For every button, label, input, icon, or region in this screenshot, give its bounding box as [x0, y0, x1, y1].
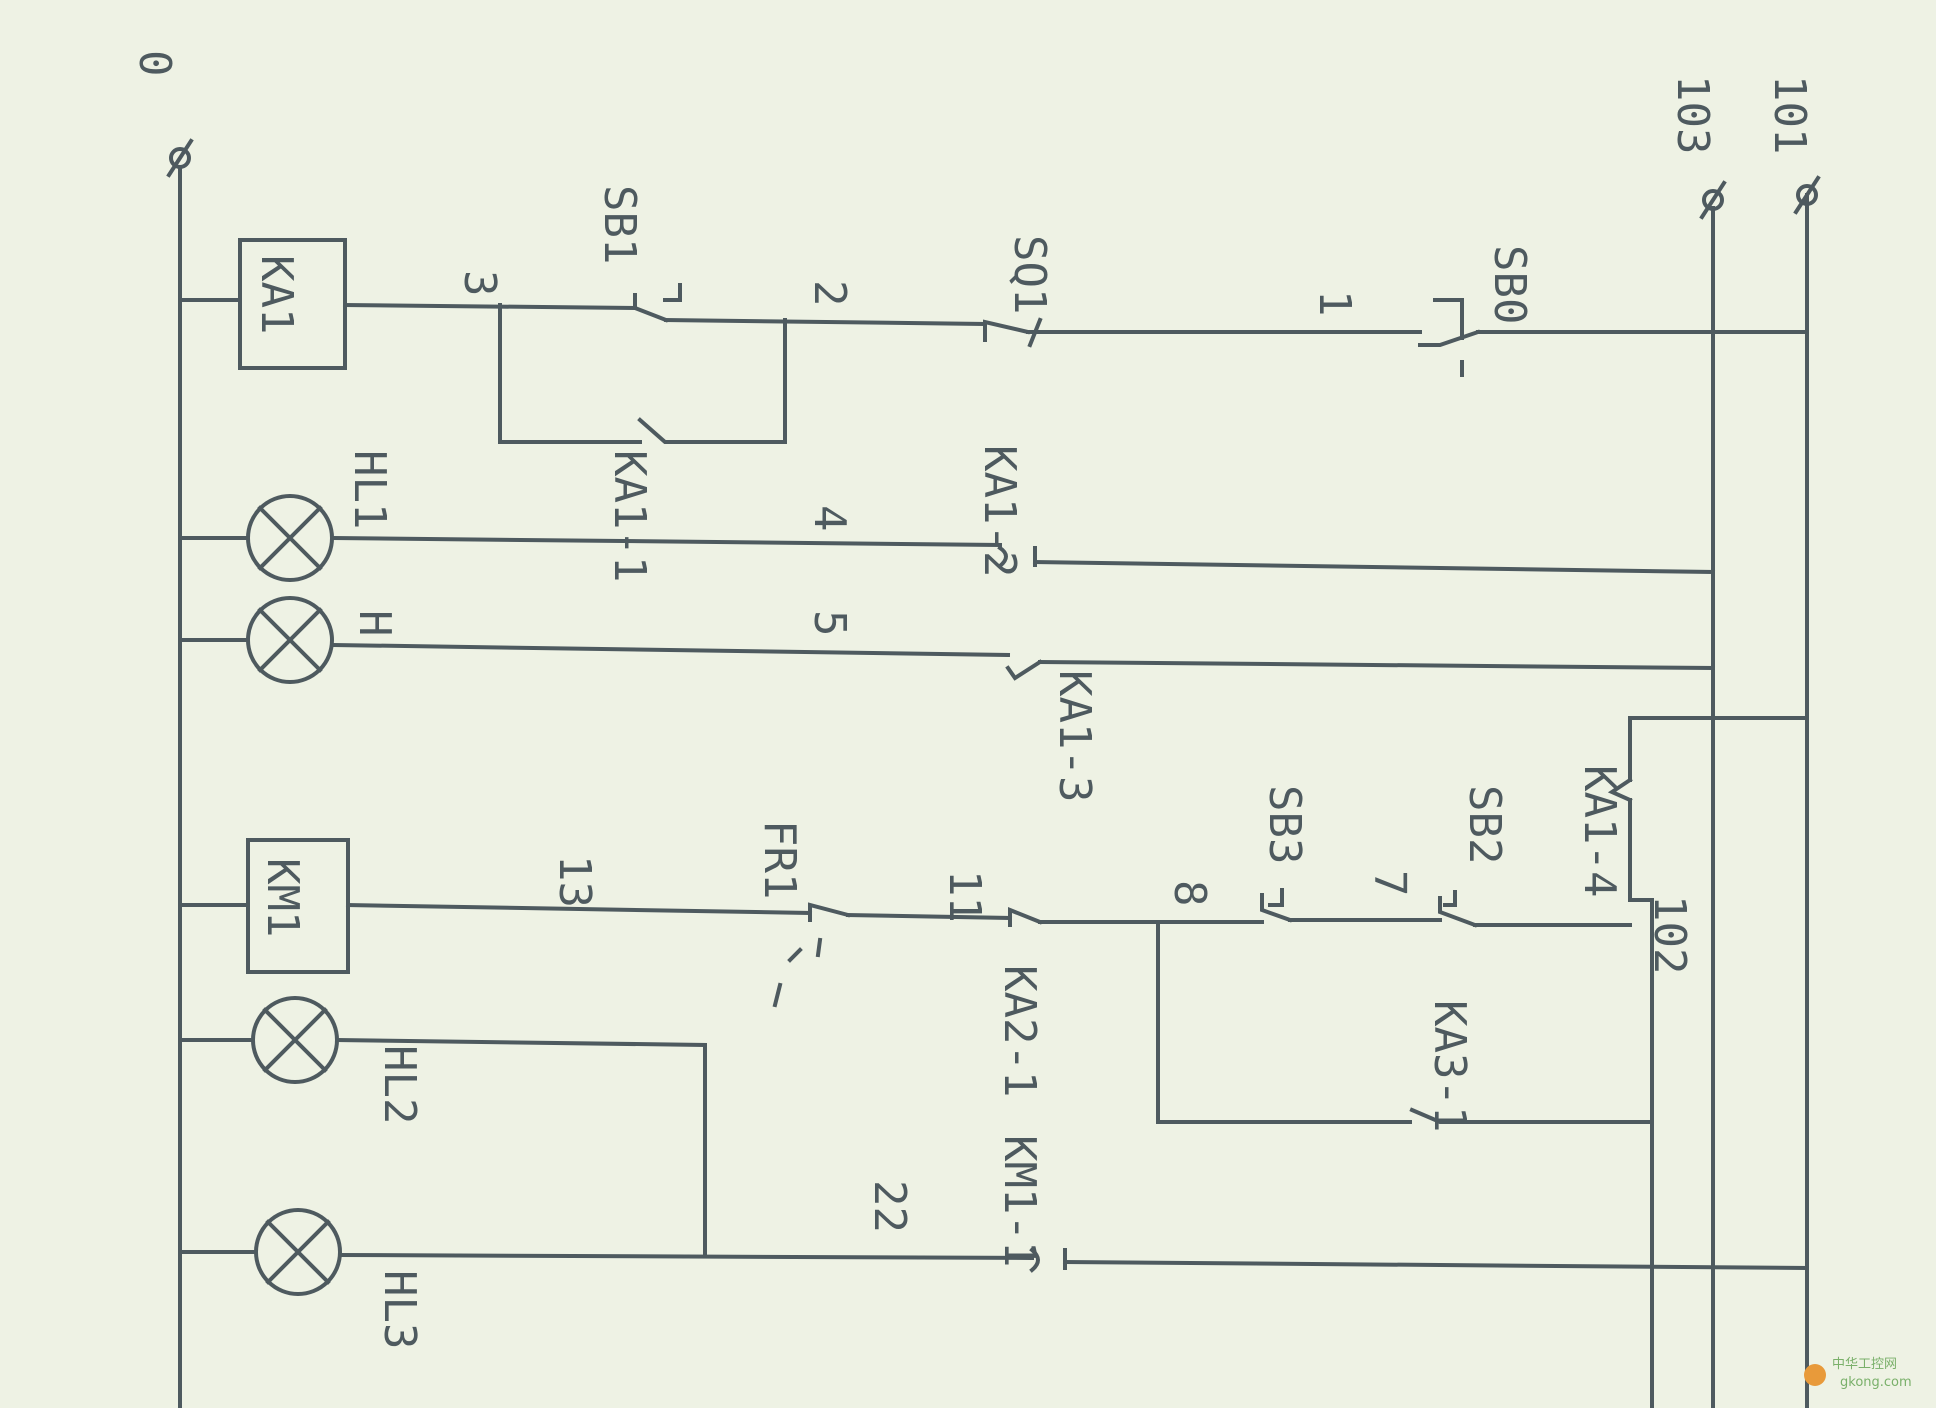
ka1-1-label: KA1-1 [604, 450, 655, 582]
terminal-0-label: 0 [129, 50, 180, 77]
lamp-h-label: H [349, 610, 400, 637]
node-8-label: 8 [1164, 880, 1215, 907]
lamp-hl2-cross [262, 1007, 328, 1073]
terminal-103-slash [1699, 180, 1727, 220]
terminal-0-slash [166, 138, 194, 178]
km1-1-label: KM1-1 [994, 1135, 1045, 1267]
sq1-contact [983, 319, 1031, 342]
rung1-wire-c [663, 317, 988, 327]
ka2-1-contact [1008, 907, 1043, 927]
terminal-101 [1796, 184, 1818, 206]
km1-1-contact [1029, 1247, 1067, 1273]
rung3-wire-b [332, 642, 1011, 658]
ka3-1-label: KA3-1 [1424, 1000, 1475, 1132]
terminal-103 [1702, 189, 1724, 211]
rung3-wire-a [1037, 659, 1716, 671]
lamp-hl2-label: HL2 [374, 1045, 425, 1124]
node-7-label: 7 [1364, 870, 1415, 897]
lamp-hl1-label: HL1 [344, 450, 395, 529]
ka3-1-branch [1156, 920, 1654, 1124]
rung5-wire-a [1062, 1259, 1810, 1271]
sb0-contact [1418, 329, 1481, 347]
node-5-label: 5 [804, 610, 855, 637]
ka1-4-contact [1607, 777, 1633, 803]
terminal-102-label: 102 [1644, 895, 1695, 974]
ka1-4-label: KA1-4 [1574, 765, 1625, 897]
rung5-wire-b [337, 1252, 1035, 1261]
rung4-wire-e [345, 902, 813, 916]
sb0-label: SB0 [1484, 245, 1535, 324]
ka1-2-contact [997, 545, 1037, 569]
sb1-label: SB1 [594, 185, 645, 264]
lamp-h-cross [257, 607, 323, 673]
sb2-pushbutton [1443, 890, 1457, 907]
sb3-pushbutton [1268, 888, 1284, 907]
ka1-2-label: KA1-2 [974, 445, 1025, 577]
sb0-pushbutton [1433, 298, 1464, 377]
fr1-contact [808, 902, 851, 922]
sb1-contact [633, 293, 669, 323]
node-1-label: 1 [1309, 290, 1360, 317]
sb1-pushbutton [663, 283, 682, 302]
rung1-wire-d [342, 302, 638, 311]
watermark: 中华工控网 gkong.com [1804, 1357, 1912, 1390]
rail-101-branch [1628, 716, 1809, 782]
ka2-1-label: KA2-1 [994, 965, 1045, 1097]
terminal-101-slash [1793, 175, 1821, 215]
sb2-label: SB2 [1459, 785, 1510, 864]
node-22-label: 22 [864, 1180, 915, 1233]
sb2-contact [1438, 896, 1478, 928]
sq1-label: SQ1 [1004, 235, 1055, 314]
rung2-wire-a [1032, 559, 1716, 575]
sb3-label: SB3 [1259, 785, 1310, 864]
node-2-label: 2 [804, 280, 855, 307]
terminal-101-label: 101 [1764, 75, 1815, 154]
sq1-tick [1027, 317, 1043, 348]
sb3-contact [1260, 893, 1293, 923]
lamp-hl3-cross [265, 1219, 331, 1285]
ka1-1-branch [498, 303, 787, 444]
node-3-label: 3 [454, 270, 505, 297]
ka1-coil [238, 238, 347, 370]
ka1-coil-label: KA1 [251, 255, 302, 334]
lamp-hl1-cross [257, 505, 323, 571]
node-4-label: 4 [804, 505, 855, 532]
fr1-thermal-symbol [772, 937, 823, 1008]
watermark-gear-icon [1804, 1364, 1826, 1386]
rung4-wire-d [845, 912, 1013, 921]
node-13-label: 13 [549, 855, 600, 908]
terminal-0 [169, 147, 191, 169]
node-11-label: 11 [939, 870, 990, 923]
ka1-3-label: KA1-3 [1049, 670, 1100, 802]
terminal-103-label: 103 [1667, 75, 1718, 154]
rung2-wire-b [332, 535, 1003, 548]
fr1-label: FR1 [754, 820, 805, 899]
ka1-3-contact [1005, 659, 1043, 681]
watermark-brand: 中华工控网 [1832, 1357, 1897, 1372]
watermark-site: gkong.com [1840, 1375, 1912, 1390]
hl2-feed [334, 1037, 707, 1257]
km1-coil-label: KM1 [257, 858, 308, 937]
lamp-hl3-label: HL3 [374, 1270, 425, 1349]
